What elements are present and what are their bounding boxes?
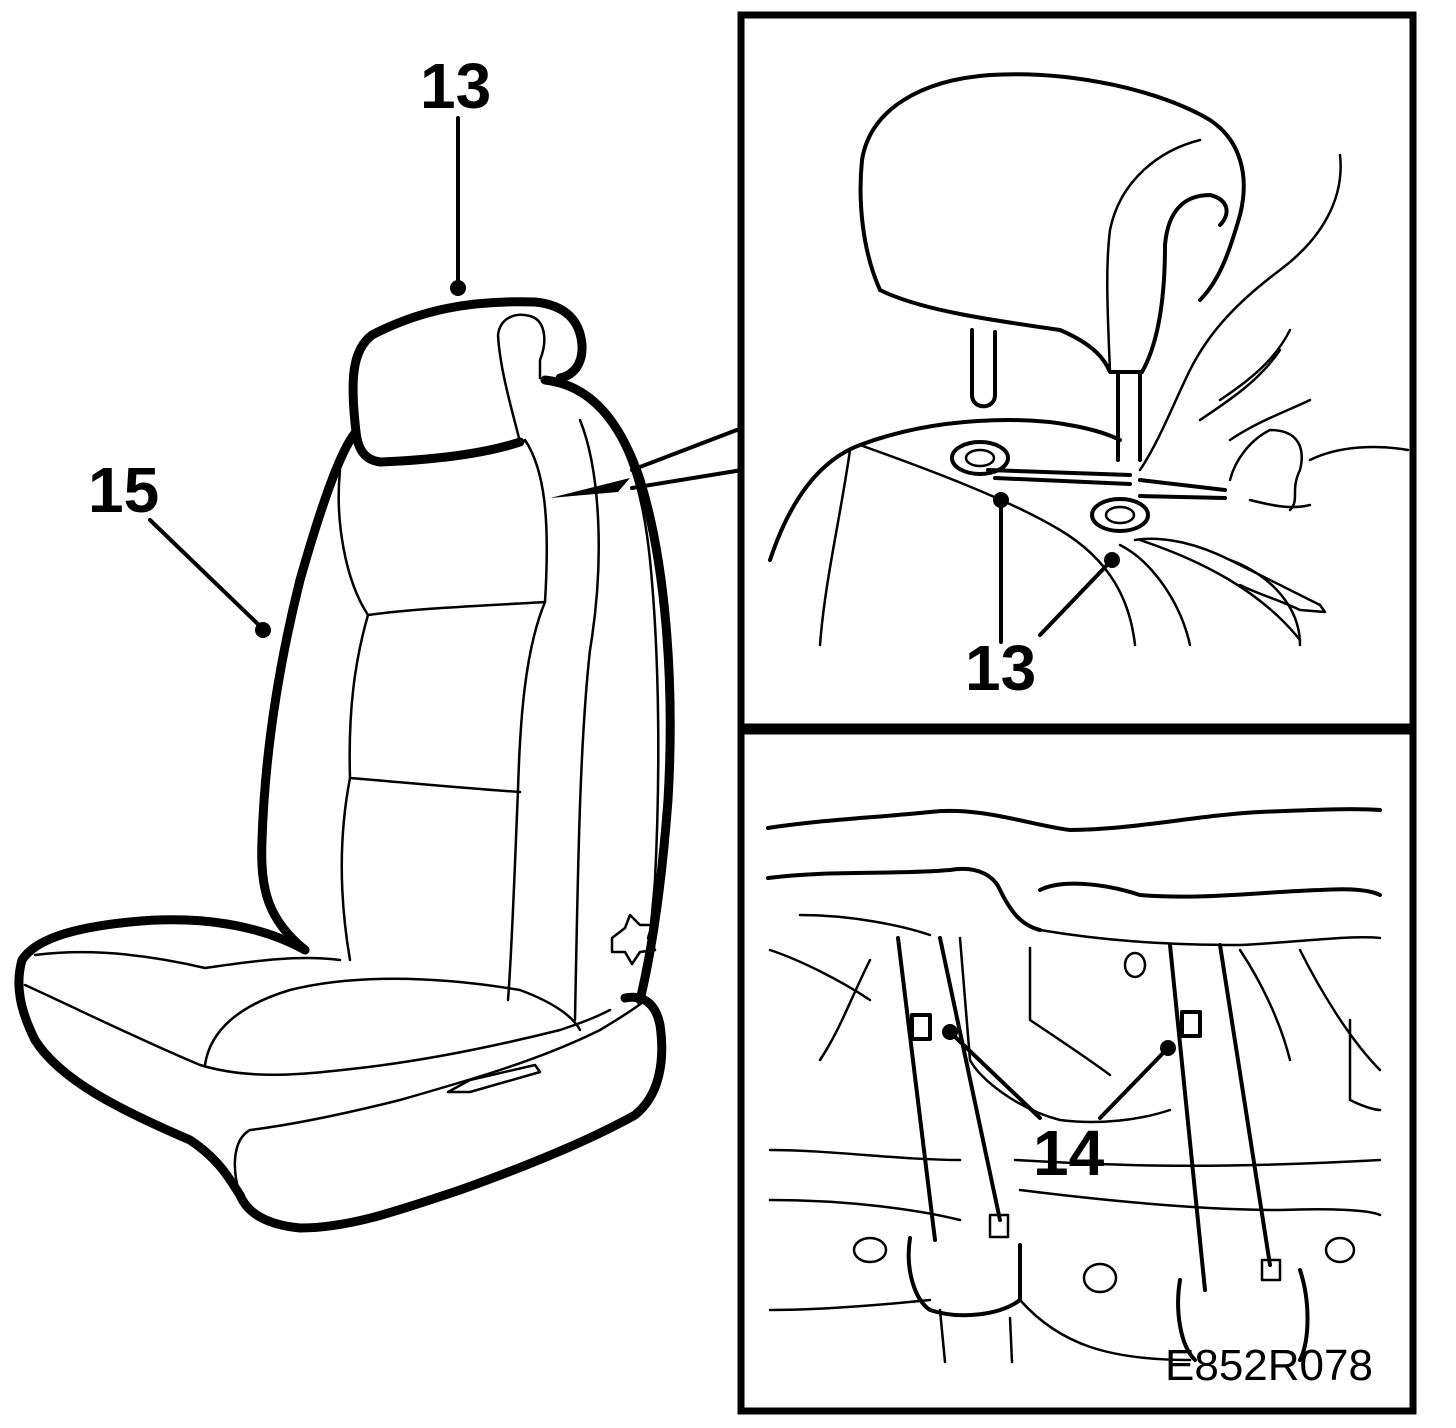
inset-guide-right (1090, 497, 1150, 533)
callout-15: 15 (88, 454, 159, 526)
backrest-outline-right (540, 375, 675, 1005)
inset-hand-upper-2 (1228, 428, 1410, 512)
inset-bracket-right (1176, 1268, 1310, 1362)
cushion-top-edge (23, 983, 612, 1077)
inset-headrest-post-right (1116, 370, 1142, 462)
inset-hole-4 (1324, 1236, 1356, 1264)
backrest-seam-2 (348, 776, 522, 794)
inset-padding-lower (766, 866, 1382, 932)
inset-tab-left (988, 1213, 1010, 1239)
inset-leader-14-left (948, 1030, 1042, 1120)
inset-frame-crossbar (958, 936, 1172, 1124)
inset-tab-right (1260, 1258, 1282, 1282)
inset-seatback-right (1118, 538, 1302, 647)
backrest-outline-left (257, 427, 361, 955)
inset-guide-right-inner (1104, 505, 1136, 525)
inset-hand-lower (1133, 537, 1327, 647)
inset-leader-dot-13-left (993, 492, 1009, 508)
headrest-bottom (351, 427, 525, 467)
inset-hand-upper (1138, 153, 1342, 472)
leader-dot-13 (450, 280, 466, 296)
inset-hole-3 (1082, 1262, 1118, 1294)
inset-padding-seam (798, 913, 1382, 947)
callout-13-inset: 13 (965, 632, 1036, 704)
callout-14: 14 (1033, 1117, 1105, 1189)
inset-leader-14-right (1098, 1046, 1170, 1120)
headrest-side (496, 313, 546, 444)
inset-leader-13-right (1038, 560, 1112, 637)
inset-clip-right (1180, 1010, 1202, 1038)
inset-headrest-side (1140, 193, 1229, 374)
recliner-knob-icon (610, 913, 657, 966)
inset-bracket-left (906, 1236, 1022, 1318)
zoom-line-bottom (630, 468, 744, 490)
inset-hole-1 (1123, 951, 1147, 979)
cushion-handle (446, 1063, 542, 1094)
inset-rail-right (1168, 943, 1272, 1292)
inset-seatback-top (768, 418, 1122, 562)
backrest-inner-left (337, 468, 370, 962)
inset-padding-top (766, 807, 1382, 832)
callout-13-seat: 13 (420, 50, 491, 122)
inset-rail-left (896, 936, 1002, 1242)
inset-seat-frame: 14 E852R078 (737, 727, 1417, 1415)
inset-headrest (858, 72, 1246, 302)
inset-guide-left (950, 440, 1010, 476)
cushion-back-seam (33, 950, 342, 970)
figure-code: E852R078 (1165, 1341, 1373, 1390)
inset-frame-back (768, 948, 1382, 1168)
inset-top-frame (737, 11, 1417, 731)
backrest-seam-1 (366, 600, 547, 617)
zoom-line-top (630, 426, 744, 472)
cushion-seat-pad (203, 977, 582, 1067)
seat-illustration: 13 15 (14, 50, 675, 1233)
inset-seatback-edge (818, 443, 1137, 647)
inset-bracket-lower (938, 1298, 1192, 1364)
inset-frame-lower (768, 1188, 1382, 1312)
headrest-outline (348, 297, 587, 437)
leader-dot-15 (255, 622, 271, 638)
zoom-pointer-arrow (550, 478, 630, 498)
inset-headrest-post-left (970, 328, 997, 409)
inset-frame-right (1238, 948, 1382, 1112)
leader-line-15 (148, 518, 264, 630)
backrest-bolster-right-2 (573, 418, 600, 1022)
inset-headrest-removal: 13 (737, 11, 1417, 731)
inset-headrest-bottom (878, 288, 1144, 374)
inset-guide-left-inner (964, 448, 996, 468)
inset-bottom-frame (737, 727, 1417, 1415)
backrest-bolster-right (506, 438, 549, 1002)
cushion-outline (14, 915, 310, 1200)
cushion-front-bolster (235, 992, 667, 1233)
inset-headrest-side-2 (1106, 138, 1202, 374)
inset-leader-dot-13-right (1104, 552, 1120, 568)
zoom-pointer (550, 426, 744, 498)
inset-tool (986, 468, 1227, 500)
cushion-front-panel (233, 998, 647, 1197)
inset-hole-2 (852, 1236, 888, 1264)
inset-clip-left (910, 1013, 932, 1041)
